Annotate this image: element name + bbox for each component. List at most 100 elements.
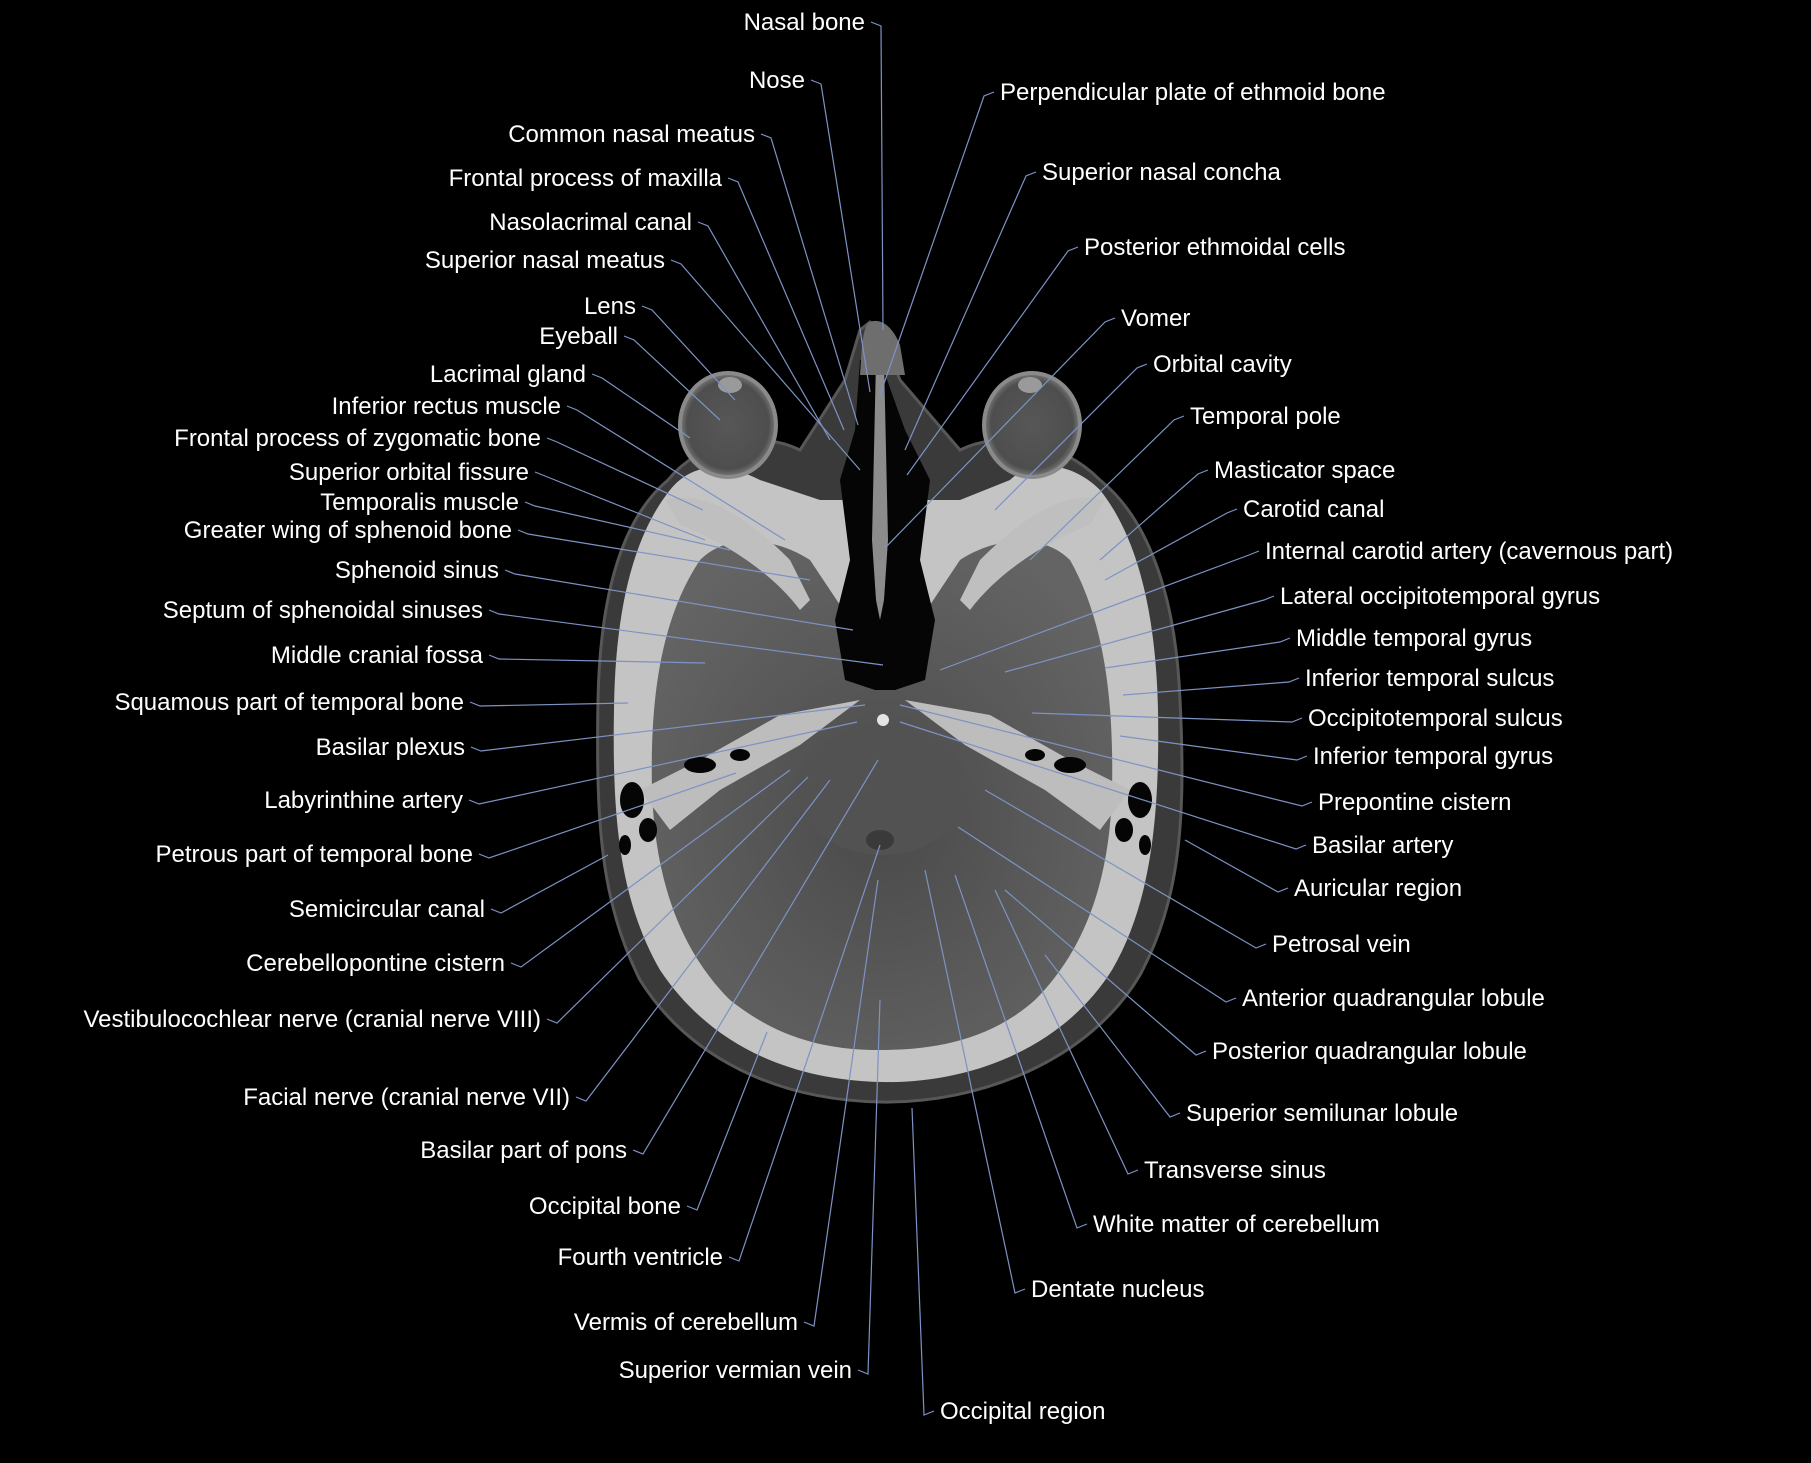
eyeball-left (678, 371, 778, 479)
label-lacrimal-gland: Lacrimal gland (430, 361, 586, 388)
leader-septum-of-sphenoidal-sinuses (488, 609, 884, 666)
label-petrosal-vein: Petrosal vein (1272, 931, 1411, 958)
leader-temporalis-muscle (524, 501, 731, 551)
leader-lacrimal-gland (591, 373, 691, 439)
petrous-ridge-left (640, 700, 860, 830)
leader-nasolacrimal-canal (697, 221, 831, 441)
lens-left (718, 377, 742, 393)
leader-frontal-process-of-maxilla (727, 177, 845, 431)
leader-masticator-space (1099, 469, 1209, 561)
leader-inferior-temporal-gyrus (1119, 735, 1308, 761)
label-internal-carotid-artery: Internal carotid artery (cavernous part) (1265, 538, 1673, 565)
lens-right (1018, 377, 1042, 393)
sphenoid-wing-right (960, 497, 1105, 610)
leader-nasal-bone (870, 21, 884, 331)
label-labyrinthine-artery: Labyrinthine artery (264, 787, 463, 814)
label-dentate-nucleus: Dentate nucleus (1031, 1276, 1204, 1303)
leader-eyeball (623, 335, 721, 421)
leader-occipital-bone (686, 1031, 768, 1211)
label-perpendicular-plate-of-ethmoid-bone: Perpendicular plate of ethmoid bone (1000, 79, 1386, 106)
petrous-ridge-right (905, 700, 1130, 830)
leader-fourth-ventricle (728, 844, 881, 1262)
label-vestibulocochlear-nerve: Vestibulocochlear nerve (cranial nerve V… (83, 1006, 541, 1033)
leader-greater-wing-of-sphenoid-bone (517, 529, 811, 581)
leader-middle-temporal-gyrus (1104, 637, 1291, 669)
leader-petrosal-vein (984, 789, 1267, 949)
leader-vestibulocochlear-nerve (546, 776, 809, 1024)
leader-internal-carotid-artery (939, 550, 1260, 671)
leader-petrous-part-of-temporal-bone (478, 772, 737, 859)
label-occipital-bone: Occipital bone (529, 1193, 681, 1220)
leader-frontal-process-of-zygomatic-bone (546, 437, 704, 511)
leader-auricular-region (1184, 839, 1289, 893)
label-posterior-quadrangular-lobule: Posterior quadrangular lobule (1212, 1038, 1527, 1065)
leader-lateral-occipitotemporal-gyrus (1004, 595, 1275, 673)
leader-occipital-region (911, 1107, 935, 1416)
label-occipital-region: Occipital region (940, 1398, 1105, 1425)
label-white-matter-of-cerebellum: White matter of cerebellum (1093, 1211, 1380, 1238)
label-cerebellopontine-cistern: Cerebellopontine cistern (246, 950, 505, 977)
label-basilar-artery: Basilar artery (1312, 832, 1453, 859)
leader-anterior-quadrangular-lobule (957, 826, 1237, 1003)
label-inferior-temporal-gyrus: Inferior temporal gyrus (1313, 743, 1553, 770)
leader-vomer (884, 317, 1116, 549)
leader-white-matter-of-cerebellum (954, 874, 1088, 1229)
ct-image (596, 320, 1184, 1104)
fourth-ventricle-shape (866, 830, 894, 850)
label-squamous-part-of-temporal-bone: Squamous part of temporal bone (114, 689, 464, 716)
leader-superior-semilunar-lobule (1044, 954, 1181, 1118)
label-superior-vermian-vein: Superior vermian vein (619, 1357, 852, 1384)
label-masticator-space: Masticator space (1214, 457, 1395, 484)
label-carotid-canal: Carotid canal (1243, 496, 1384, 523)
leader-basilar-part-of-pons (632, 759, 879, 1155)
leader-lines (468, 21, 1313, 1416)
leader-labyrinthine-artery (468, 721, 858, 805)
leader-lens (641, 305, 736, 401)
sphenoid-wing-left (665, 497, 810, 610)
label-lens: Lens (584, 293, 636, 320)
leader-perpendicular-plate-of-ethmoid-bone (879, 91, 995, 396)
label-nose: Nose (749, 67, 805, 94)
label-nasolacrimal-canal: Nasolacrimal canal (489, 209, 692, 236)
label-nasal-bone: Nasal bone (744, 9, 865, 36)
label-superior-nasal-meatus: Superior nasal meatus (425, 247, 665, 274)
leader-nose (810, 79, 871, 393)
leader-temporal-pole (1029, 415, 1185, 561)
label-inferior-temporal-sulcus: Inferior temporal sulcus (1305, 665, 1554, 692)
label-inferior-rectus-muscle: Inferior rectus muscle (332, 393, 561, 420)
label-septum-of-sphenoidal-sinuses: Septum of sphenoidal sinuses (163, 597, 483, 624)
label-eyeball: Eyeball (539, 323, 618, 350)
leader-superior-vermian-vein (857, 999, 881, 1375)
label-basilar-part-of-pons: Basilar part of pons (420, 1137, 627, 1164)
label-middle-temporal-gyrus: Middle temporal gyrus (1296, 625, 1532, 652)
label-occipitotemporal-sulcus: Occipitotemporal sulcus (1308, 705, 1563, 732)
label-vomer: Vomer (1121, 305, 1190, 332)
leader-facial-nerve (575, 779, 831, 1102)
label-sphenoid-sinus: Sphenoid sinus (335, 557, 499, 584)
label-auricular-region: Auricular region (1294, 875, 1462, 902)
nasal-septum (872, 350, 888, 620)
label-facial-nerve: Facial nerve (cranial nerve VII) (243, 1084, 570, 1111)
label-anterior-quadrangular-lobule: Anterior quadrangular lobule (1242, 985, 1545, 1012)
label-frontal-process-of-maxilla: Frontal process of maxilla (449, 165, 723, 192)
leader-inferior-rectus-muscle (566, 405, 786, 541)
leader-inferior-temporal-sulcus (1122, 677, 1300, 696)
leader-superior-nasal-meatus (670, 259, 861, 471)
label-superior-semilunar-lobule: Superior semilunar lobule (1186, 1100, 1458, 1127)
label-fourth-ventricle: Fourth ventricle (558, 1244, 723, 1271)
leader-orbital-cavity (994, 363, 1148, 511)
leader-carotid-canal (1104, 508, 1238, 581)
label-prepontine-cistern: Prepontine cistern (1318, 789, 1511, 816)
leader-prepontine-cistern (899, 704, 1313, 807)
label-superior-nasal-concha: Superior nasal concha (1042, 159, 1281, 186)
label-posterior-ethmoidal-cells: Posterior ethmoidal cells (1084, 234, 1345, 261)
brainstem (797, 725, 967, 855)
leader-common-nasal-meatus (760, 133, 859, 426)
leader-cerebellopontine-cistern (510, 769, 791, 968)
leader-occipitotemporal-sulcus (1031, 712, 1303, 723)
leader-superior-orbital-fissure (534, 471, 706, 541)
label-lateral-occipitotemporal-gyrus: Lateral occipitotemporal gyrus (1280, 583, 1600, 610)
label-superior-orbital-fissure: Superior orbital fissure (289, 459, 529, 486)
